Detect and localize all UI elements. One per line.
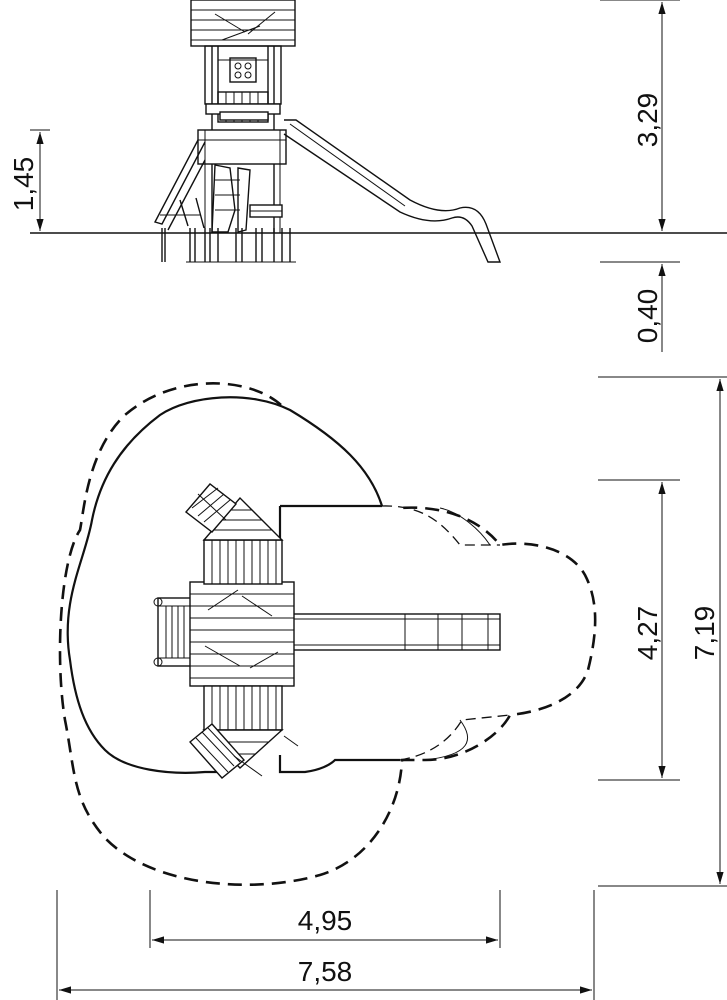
lower-roof-element <box>188 723 299 779</box>
plan-view <box>58 382 597 887</box>
dimension-lines <box>30 0 727 1000</box>
slide-plan-view <box>291 613 501 651</box>
slide-side-view <box>283 119 502 263</box>
tower-height-label: 3,29 <box>632 93 663 148</box>
upper-walkway <box>202 496 284 585</box>
central-platform <box>189 581 295 687</box>
access-ramp <box>153 139 283 233</box>
elevation-view <box>30 0 727 263</box>
safety-width-label: 7,58 <box>298 956 353 987</box>
safety-depth-label: 7,19 <box>689 606 720 661</box>
foundation-depth-label: 0,40 <box>632 289 663 344</box>
dimension-labels: 3,29 1,45 0,40 4,27 7,19 4,95 7,58 <box>8 93 720 987</box>
equipment-width-label: 4,95 <box>298 905 353 936</box>
safety-zone-outline <box>58 382 597 887</box>
tower-roof <box>190 0 296 47</box>
equipment-depth-label: 4,27 <box>632 606 663 661</box>
platform-height-label: 1,45 <box>8 157 39 212</box>
ladder-plan-view <box>153 597 193 667</box>
upper-roof-element <box>184 483 238 533</box>
equipment-zone-outline <box>66 396 384 774</box>
foundation-posts <box>161 228 296 263</box>
